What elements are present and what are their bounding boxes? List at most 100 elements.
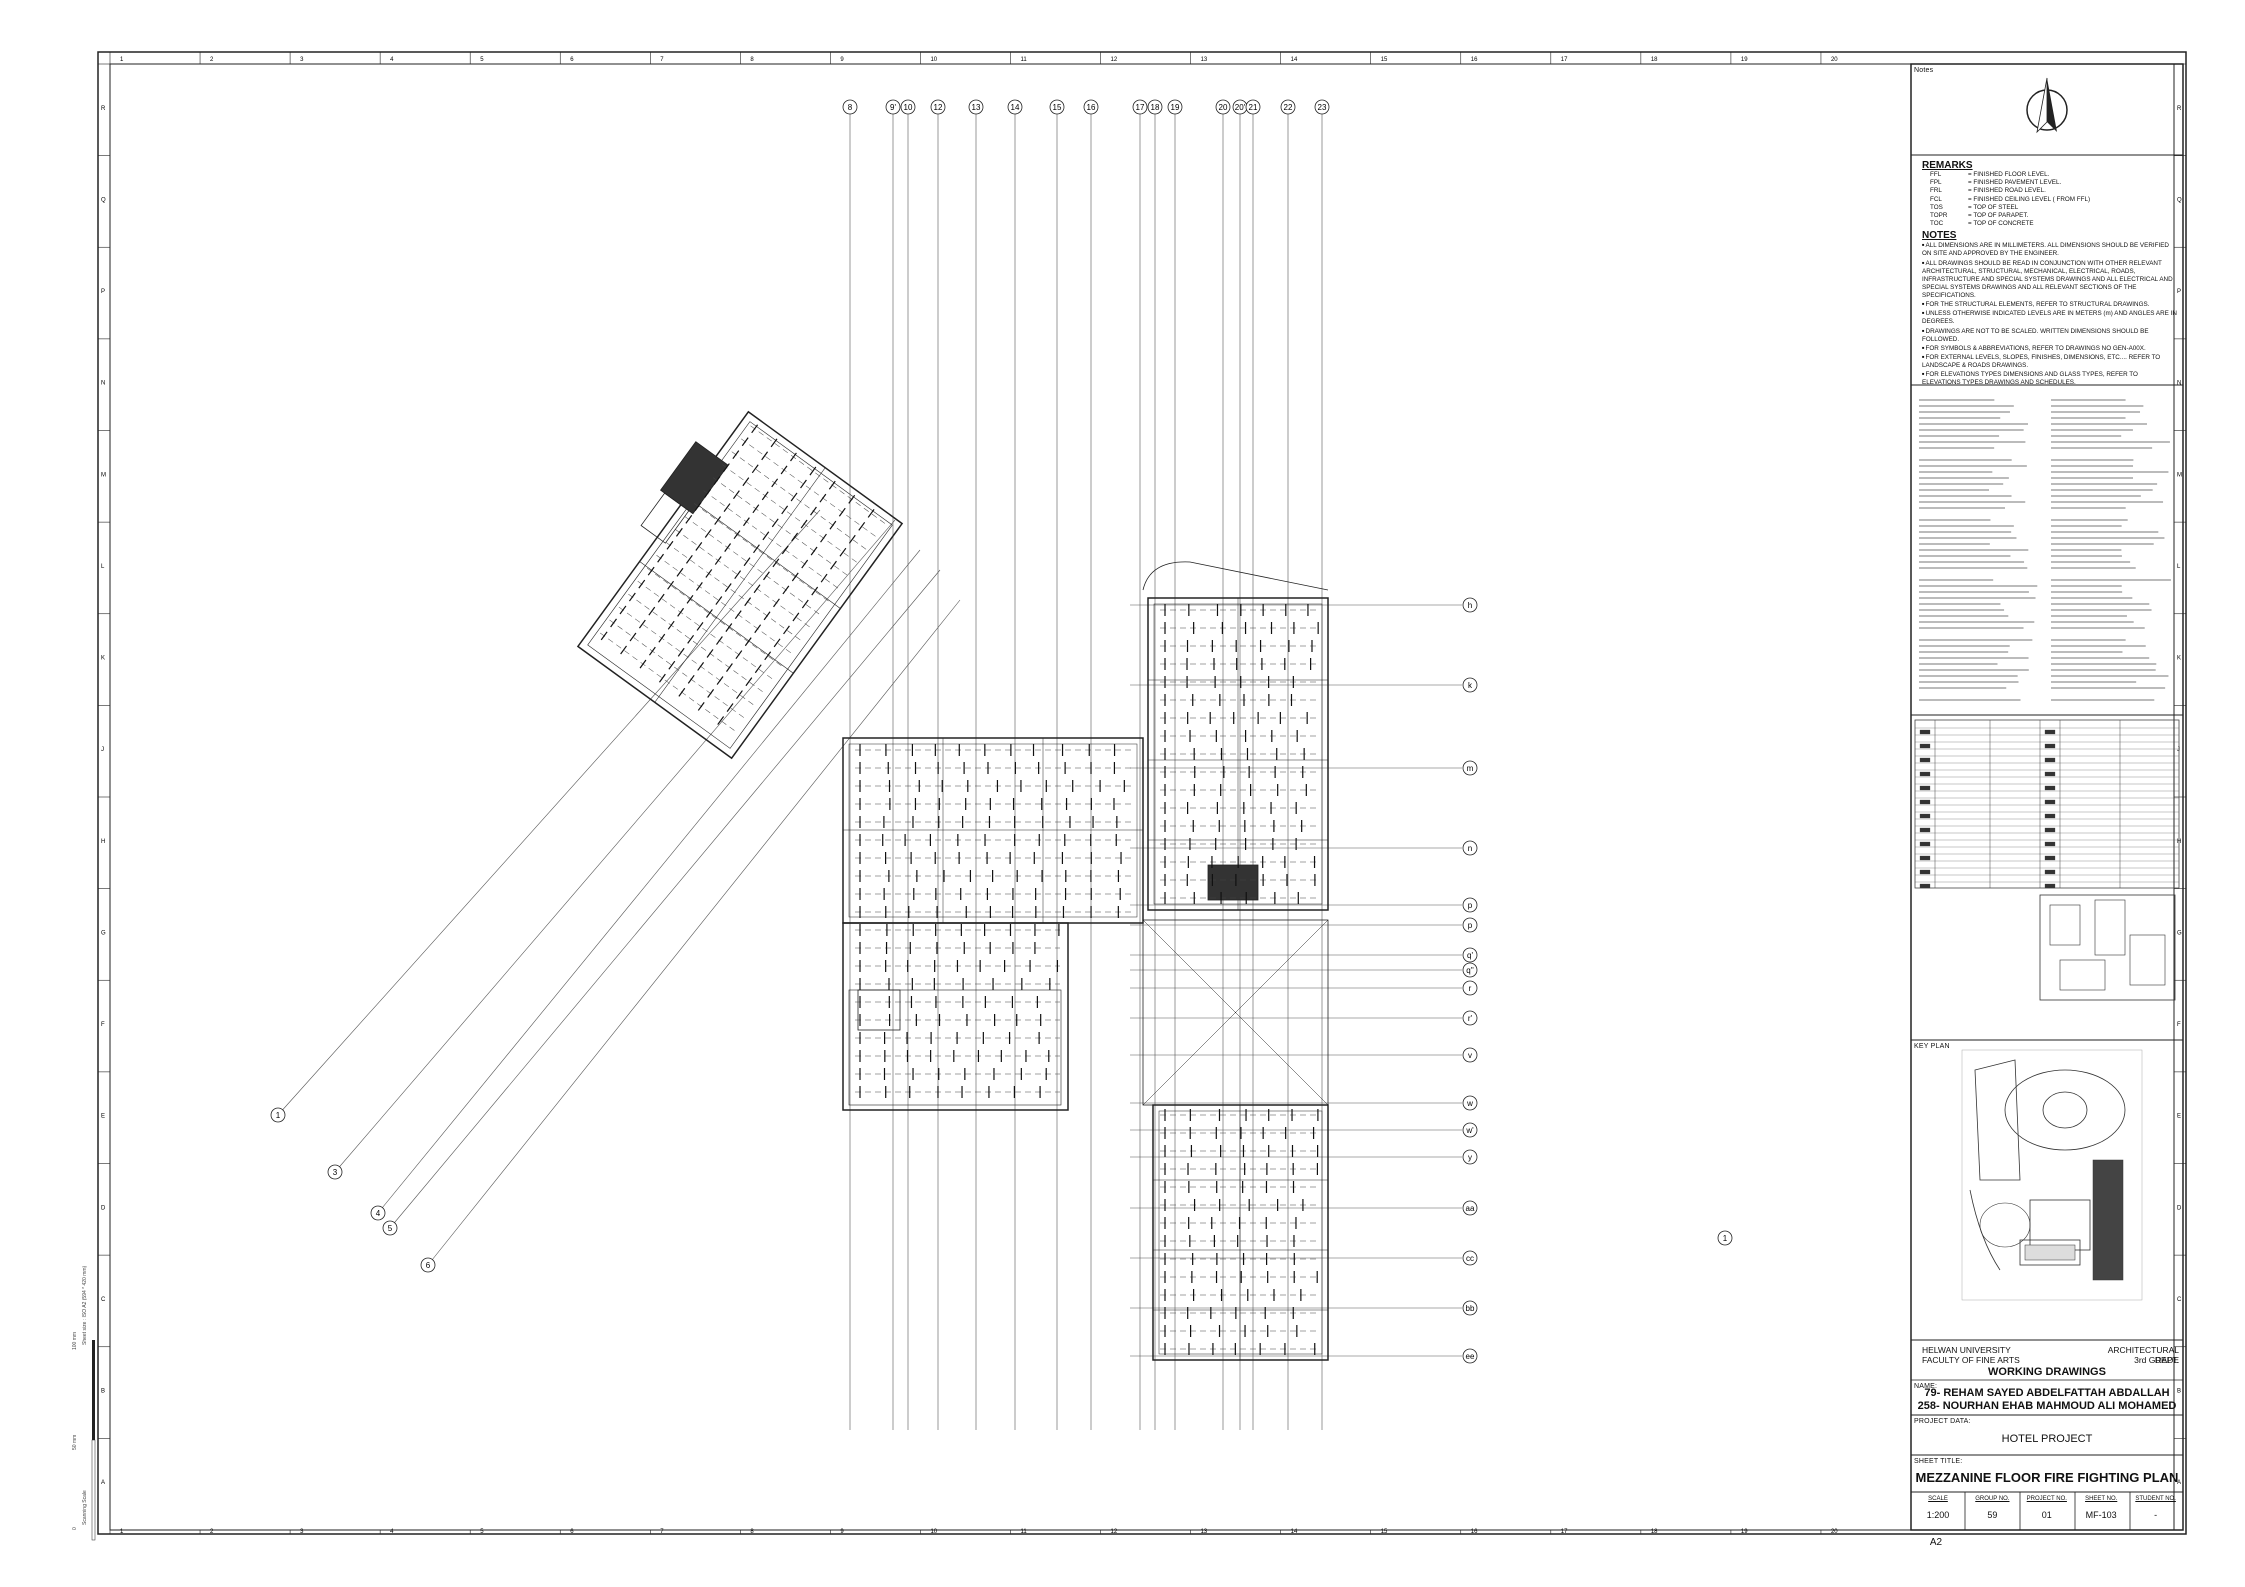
column-ref-label: 2	[210, 57, 214, 63]
svg-text:8: 8	[848, 103, 853, 112]
column-ref-label: 12	[1111, 1529, 1118, 1535]
remark-desc: = TOP OF CONCRETE	[1968, 220, 2034, 228]
scanning-scale-label: Scanning Scale	[82, 1490, 88, 1525]
row-ref-label: D	[101, 1205, 106, 1211]
column-ref-label: 11	[1021, 57, 1028, 63]
field-value: MF-103	[2085, 1510, 2117, 1520]
svg-text:w': w'	[1465, 1126, 1474, 1135]
project-data-label: PROJECT DATA:	[1914, 1418, 1971, 1425]
svg-text:y: y	[1468, 1153, 1472, 1162]
row-ref-label: D	[2177, 1205, 2182, 1211]
remark-abbr: FPL	[1930, 179, 1942, 187]
svg-text:9': 9'	[890, 103, 896, 112]
column-ref-label: 12	[1111, 57, 1118, 63]
grid-bubble-17: 17	[1132, 99, 1148, 115]
column-ref-label: 17	[1561, 1529, 1568, 1535]
column-ref-label: 14	[1291, 57, 1298, 63]
scanning-scale	[91, 1340, 96, 1541]
remark-item: TOC= TOP OF CONCRETE	[1922, 220, 2177, 228]
svg-text:p: p	[1468, 901, 1473, 910]
column-ref-label: 9	[840, 1529, 844, 1535]
field-label: SCALE	[1928, 1496, 1948, 1502]
svg-text:14: 14	[1011, 103, 1020, 112]
svg-text:20: 20	[1219, 103, 1228, 112]
row-ref-label: Q	[2177, 197, 2182, 203]
svg-text:p: p	[1468, 921, 1473, 930]
svg-text:q'': q''	[1466, 966, 1474, 975]
svg-text:12: 12	[934, 103, 943, 112]
detail-sketches	[2039, 894, 2176, 1001]
note-item: DRAWINGS ARE NOT TO BE SCALED. WRITTEN D…	[1922, 327, 2177, 344]
field-label: SHEET NO.	[2085, 1496, 2118, 1502]
row-ref-label: B	[101, 1389, 105, 1395]
column-ref-label: 16	[1471, 1529, 1478, 1535]
grid-bubble-13: 13	[968, 99, 984, 115]
column-ref-label: 18	[1651, 57, 1658, 63]
field-value: 01	[2041, 1510, 2052, 1520]
row-ref-label: R	[101, 106, 106, 112]
column-ref-label: 20	[1831, 1529, 1838, 1535]
paper-size: A2	[1929, 1537, 1943, 1548]
column-ref-label: 10	[930, 1529, 937, 1535]
remark-desc: = TOP OF PARAPET.	[1968, 212, 2029, 220]
project-name: HOTEL PROJECT	[2001, 1433, 2093, 1445]
svg-text:n: n	[1468, 844, 1472, 853]
grid-bubble-10: 10	[900, 99, 916, 115]
svg-text:5: 5	[388, 1224, 393, 1233]
row-ref-label: N	[101, 381, 105, 387]
svg-text:ee: ee	[1466, 1352, 1475, 1361]
row-ref-label: C	[2177, 1297, 2182, 1303]
field-group-no-: GROUP NO.59	[1965, 1492, 2019, 1530]
remark-item: FRL= FINISHED ROAD LEVEL.	[1922, 187, 2177, 195]
grid-bubble-p: p	[1462, 897, 1478, 913]
name-label: NAME:	[1914, 1383, 1938, 1390]
svg-text:1: 1	[276, 1111, 281, 1120]
row-ref-label: P	[101, 289, 105, 295]
general-notes-columns	[1919, 399, 2171, 701]
inner-frame	[109, 63, 2175, 1531]
remark-abbr: TOS	[1930, 203, 1943, 211]
svg-text:20': 20'	[1235, 103, 1246, 112]
grid-bubble-y: y	[1462, 1149, 1478, 1165]
column-ref-label: 8	[750, 1529, 754, 1535]
column-ref-label: 19	[1741, 57, 1748, 63]
column-ref-label: 7	[660, 1529, 664, 1535]
row-ref-label: Q	[101, 197, 106, 203]
svg-text:17: 17	[1136, 103, 1145, 112]
svg-text:16: 16	[1087, 103, 1096, 112]
grid-bubble-14: 14	[1007, 99, 1023, 115]
svg-text:m: m	[1467, 764, 1474, 773]
column-ref-label: 1	[120, 57, 124, 63]
svg-text:1: 1	[1723, 1234, 1728, 1243]
remark-desc: = FINISHED CEILING LEVEL ( FROM FFL)	[1968, 195, 2091, 203]
note-item: FOR ELEVATIONS TYPES DIMENSIONS AND GLAS…	[1922, 370, 2177, 387]
column-ref-label: 7	[660, 57, 664, 63]
remarks-title: REMARKS	[1922, 160, 1973, 171]
field-project-no-: PROJECT NO.01	[2020, 1492, 2074, 1530]
grid-bubble-18: 18	[1147, 99, 1163, 115]
outer-frame	[97, 51, 2187, 1535]
key-plan-drawing	[1961, 1049, 2143, 1301]
row-ref-label: N	[2177, 381, 2181, 387]
misc-grid-bubble: 1	[1717, 1230, 1733, 1246]
svg-text:v: v	[1468, 1051, 1472, 1060]
svg-text:10: 10	[904, 103, 913, 112]
column-ref-label: 18	[1651, 1529, 1658, 1535]
notes-header: Notes	[1914, 67, 1934, 74]
remark-item: FFL= FINISHED FLOOR LEVEL.	[1922, 171, 2177, 179]
north-arrow-icon	[2026, 77, 2068, 134]
remarks-section: REMARKS FFL= FINISHED FLOOR LEVEL.FPL= F…	[1922, 160, 2177, 387]
svg-text:3: 3	[333, 1168, 338, 1177]
field-label: STUDENT NO.	[2135, 1496, 2176, 1502]
grid-bubble-20': 20'	[1232, 99, 1248, 115]
university-name: HELWAN UNIVERSITY	[1922, 1345, 2011, 1355]
scale-mark-50: 50 mm	[72, 1434, 78, 1450]
remark-item: FPL= FINISHED PAVEMENT LEVEL.	[1922, 179, 2177, 187]
legend-table	[1914, 719, 2180, 889]
row-ref-label: P	[2177, 289, 2181, 295]
grid-bubble-23: 23	[1314, 99, 1330, 115]
svg-text:13: 13	[972, 103, 981, 112]
